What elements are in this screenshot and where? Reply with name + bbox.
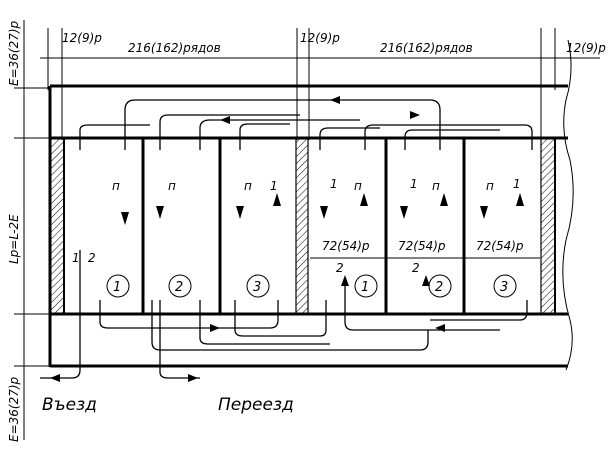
- dim-top-left: 12(9)р: [62, 31, 102, 45]
- flow-label-n: п: [112, 179, 120, 193]
- cell-markers-left: 1 2 3: [106, 274, 270, 298]
- flow-label-1: 1: [513, 177, 521, 191]
- cell-dimension-lines: [310, 250, 540, 262]
- rack-dividers: [141, 138, 466, 314]
- flow-label-n: п: [432, 179, 440, 193]
- top-dimension-lines: [40, 28, 600, 140]
- flow-label-1: 1: [72, 251, 80, 265]
- hatched-wall-middle: [295, 137, 309, 315]
- side-label-bottom: E=36(27)р: [7, 376, 21, 442]
- side-label-top: E=36(27)р: [7, 20, 21, 86]
- flow-label-1: 1: [270, 179, 278, 193]
- cell-number-right-1: 1: [361, 280, 369, 295]
- flow-label-n: п: [354, 179, 362, 193]
- flow-label-n: п: [244, 179, 252, 193]
- flow-label-1: 1: [330, 177, 338, 191]
- cell-dim-3: 72(54)р: [476, 239, 524, 253]
- caption-entry: Въезд: [42, 395, 97, 415]
- flow-label-2: 2: [336, 261, 344, 275]
- cell-number-left-2: 2: [175, 280, 183, 295]
- flow-label-n: п: [168, 179, 176, 193]
- circulation-routes: [40, 99, 533, 379]
- hatched-wall-left: [49, 137, 65, 315]
- dim-top-mid: 12(9)р: [300, 31, 340, 45]
- side-label-middle: Lр=L-2E: [7, 214, 21, 264]
- flow-labels: п п п 1 1 п 1 п п 1 1 2 2 2: [72, 177, 521, 275]
- dim-top-right: 12(9)р: [566, 41, 606, 55]
- flow-label-1: 1: [410, 177, 418, 191]
- cell-number-left-3: 3: [253, 280, 261, 295]
- cell-markers-right: 1 2 3: [354, 274, 517, 298]
- flow-label-2: 2: [412, 261, 420, 275]
- cell-number-left-1: 1: [113, 280, 121, 295]
- cell-number-right-2: 2: [435, 280, 443, 295]
- cell-dim-1: 72(54)р: [322, 239, 370, 253]
- flow-label-n: п: [486, 179, 494, 193]
- flow-label-2: 2: [88, 251, 96, 265]
- cell-dim-2: 72(54)р: [398, 239, 446, 253]
- dim-top-rows-right: 216(162)рядов: [380, 41, 473, 55]
- side-dimension-lines: [14, 20, 50, 440]
- dim-top-rows-left: 216(162)рядов: [128, 41, 221, 55]
- hatched-wall-right: [540, 137, 556, 315]
- cell-number-right-3: 3: [500, 280, 508, 295]
- arrowheads: [50, 96, 524, 382]
- caption-transfer: Переезд: [218, 395, 294, 415]
